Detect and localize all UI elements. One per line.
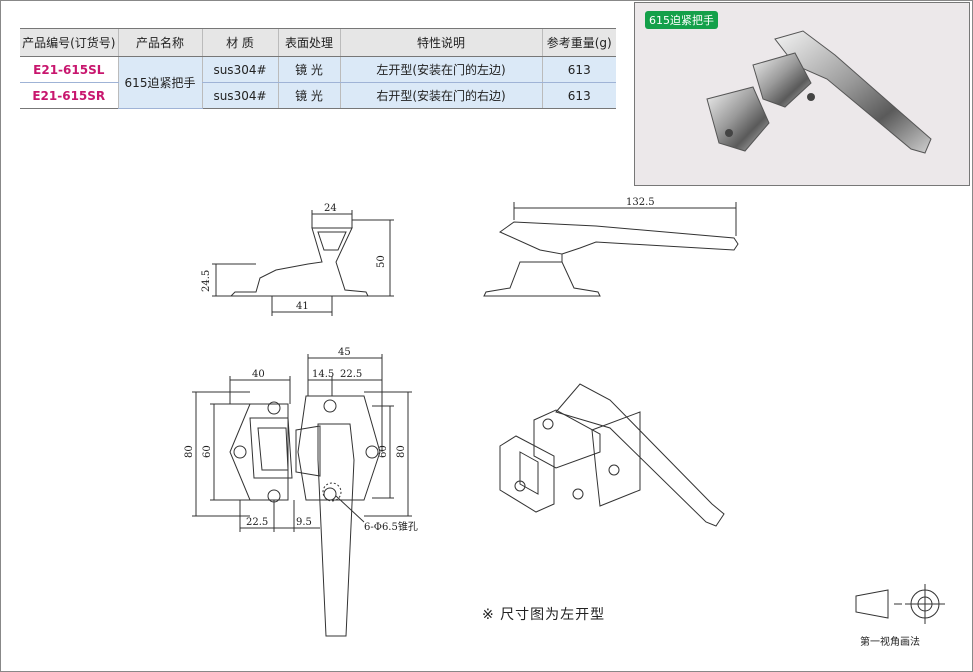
projection-legend: 第一视角画法 [860,637,920,648]
header-code: 产品编号(订货号) [20,28,118,57]
row-finish: 镜 光 [277,82,340,109]
dim-plan-h-inner: 60 [202,445,213,458]
row-product-name: 615迫紧把手 [117,56,202,109]
isometric-view [499,383,725,527]
dim-plan-left: 40 [252,369,265,380]
dim-hole-note: 6-Φ6.5锥孔 [364,521,418,533]
side-view [212,210,394,316]
row-finish: 镜 光 [277,56,340,83]
table-row: E21-615SL 615迫紧把手 sus304# 镜 光 左开型(安装在门的左… [20,56,616,109]
dim-plan-h-right-inner: 60 [378,445,389,458]
dim-plan-b: 22.5 [340,369,362,380]
dim-plan-h-outer: 80 [184,445,195,458]
dim-plan-h-right-outer: 80 [396,445,407,458]
header-material: 材 质 [201,28,278,57]
header-desc: 特性说明 [339,28,542,57]
plan-view [192,354,412,637]
dim-top-width: 24 [324,203,337,214]
dim-plan-bottom-b: 9.5 [296,517,312,528]
projection-symbol [855,584,945,624]
dim-height-base: 24.5 [201,270,212,292]
header-name: 产品名称 [117,28,202,57]
row-desc: 左开型(安装在门的左边) [339,56,542,83]
note-text: ※ 尺寸图为左开型 [482,607,606,623]
row-material: sus304# [201,82,278,109]
photo-tag: 615迫紧把手 [645,11,718,29]
header-weight: 参考重量(g) [541,28,616,57]
row-desc: 右开型(安装在门的右边) [339,82,542,109]
row-material: sus304# [201,56,278,83]
table-header-row: 产品编号(订货号) 产品名称 材 质 表面处理 特性说明 参考重量(g) [20,28,616,57]
dim-plan-a: 14.5 [312,369,334,380]
product-photo: 615迫紧把手 [634,2,970,186]
dim-height-total: 50 [376,255,387,268]
dim-handle-length: 132.5 [626,197,655,208]
dim-offset: 41 [296,301,309,312]
dim-plan-total: 45 [338,347,351,358]
row-code: E21-615SL [20,56,118,83]
side-view-handle [483,202,739,297]
row-code: E21-615SR [20,82,118,109]
spec-table: 产品编号(订货号) 产品名称 材 质 表面处理 特性说明 参考重量(g) E21… [20,28,616,109]
header-finish: 表面处理 [277,28,340,57]
row-weight: 613 [541,82,616,109]
handle-photo-illustration [706,30,932,154]
row-weight: 613 [541,56,616,83]
dim-plan-bottom-a: 22.5 [246,517,268,528]
table-row: E21-615SR sus304# 镜 光 右开型(安装在门的右边) 613 [20,82,616,109]
